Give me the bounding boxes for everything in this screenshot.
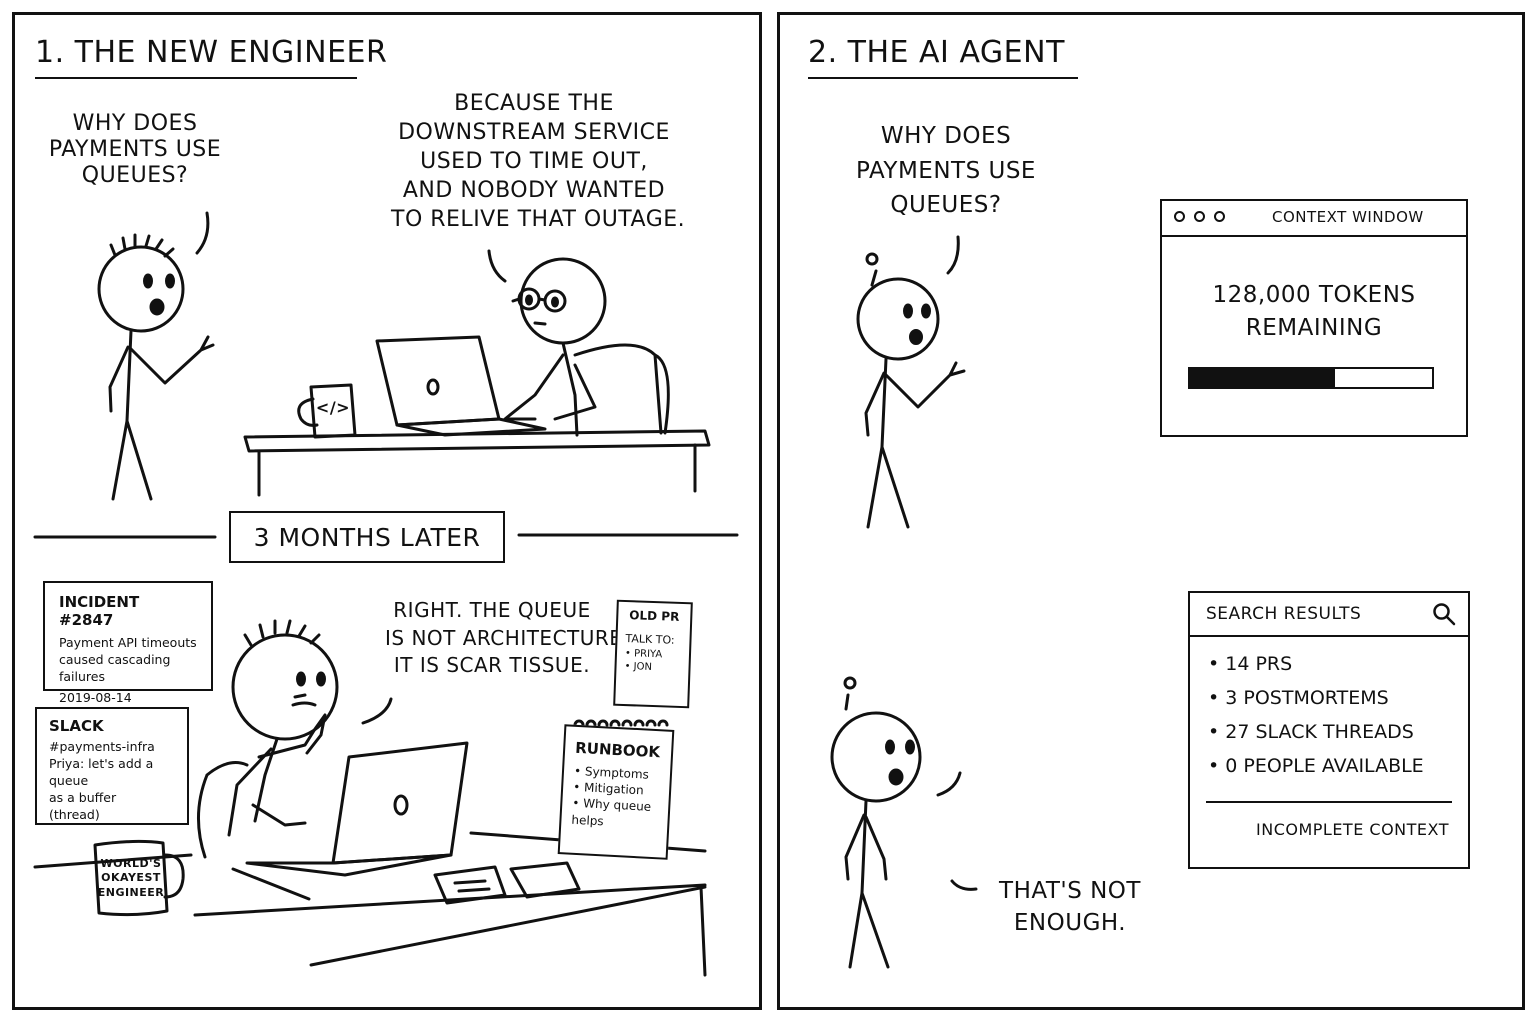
ai-agent-figure-bottom bbox=[830, 676, 978, 969]
runbook-item: • Why queue helps bbox=[571, 796, 652, 828]
runbook-title: RUNBOOK bbox=[574, 738, 661, 762]
realization-line: RIGHT. THE QUEUE bbox=[393, 598, 591, 622]
new-engineer-illustration bbox=[33, 211, 739, 977]
old-pr-note: OLD PR TALK TO: • PRIYA • JON bbox=[613, 599, 693, 709]
incident-line: Payment API timeouts bbox=[59, 635, 197, 650]
title-underline bbox=[808, 77, 1078, 79]
title-underline bbox=[35, 77, 357, 79]
mug-line: OKAYEST bbox=[101, 871, 161, 885]
incident-line: caused cascading failures bbox=[59, 651, 171, 684]
divider bbox=[1206, 801, 1452, 803]
answer-line: DOWNSTREAM SERVICE bbox=[398, 120, 670, 146]
window-dot-icon bbox=[1214, 211, 1225, 222]
slack-line: Priya: let's add a queue bbox=[49, 755, 154, 788]
mug-line: ENGINEER bbox=[97, 885, 165, 899]
window-dot-icon bbox=[1194, 211, 1205, 222]
realization-bubble: RIGHT. THE QUEUE IS NOT ARCHITECTURE. IT… bbox=[385, 597, 630, 680]
panel-title: 2. THE AI AGENT bbox=[808, 35, 1065, 70]
realization-line: IT IS SCAR TISSUE. bbox=[393, 653, 591, 678]
question-line: WHY DOES bbox=[880, 123, 1012, 149]
window-dot-icon bbox=[1174, 211, 1185, 222]
search-results-title: SEARCH RESULTS bbox=[1206, 604, 1362, 624]
slack-line: (thread) bbox=[49, 806, 100, 822]
search-result-item: • 0 PEOPLE AVAILABLE bbox=[1208, 755, 1424, 777]
tokens-line: REMAINING bbox=[1245, 315, 1383, 342]
token-progress-bar bbox=[1188, 367, 1434, 389]
question-line: PAYMENTS USE bbox=[48, 136, 222, 162]
mug-code-label: </> bbox=[315, 398, 351, 417]
slack-line: as a buffer bbox=[49, 789, 117, 805]
reply-line: THAT'S NOT bbox=[999, 878, 1141, 904]
new-engineer-figure bbox=[97, 233, 215, 501]
runbook-note: RUNBOOK • Symptoms • Mitigation • Why qu… bbox=[557, 724, 675, 860]
mug-line: WORLD'S bbox=[100, 857, 162, 870]
question-line: WHY DOES bbox=[72, 111, 198, 136]
old-pr-talk-to: TALK TO: bbox=[625, 632, 675, 647]
slack-note: SLACK #payments-infra Priya: let's add a… bbox=[35, 707, 189, 825]
context-window-titlebar: CONTEXT WINDOW bbox=[1162, 201, 1466, 237]
answer-line: TO RELIVE THAT OUTAGE. bbox=[391, 207, 686, 233]
token-progress-fill bbox=[1190, 369, 1336, 387]
tokens-line: 128,000 TOKENS bbox=[1212, 282, 1416, 308]
panel-new-engineer: 1. THE NEW ENGINEER bbox=[12, 12, 762, 1010]
answer-line: BECAUSE THE bbox=[454, 91, 614, 116]
search-results-header: SEARCH RESULTS bbox=[1190, 593, 1468, 637]
reply-line: ENOUGH. bbox=[1013, 910, 1127, 937]
okayest-mug-label: WORLD'S OKAYEST ENGINEER bbox=[95, 857, 167, 900]
context-window-title: CONTEXT WINDOW bbox=[1272, 208, 1424, 226]
tokens-remaining-text: 128,000 TOKENS REMAINING bbox=[1162, 279, 1466, 346]
panel-ai-agent: 2. THE AI AGENT bbox=[777, 12, 1525, 1010]
ai-agent-figure-top bbox=[856, 252, 966, 529]
context-window: CONTEXT WINDOW 128,000 TOKENS REMAINING bbox=[1160, 199, 1468, 437]
search-result-item: • 27 SLACK THREADS bbox=[1208, 721, 1414, 743]
answer-line: USED TO TIME OUT, bbox=[420, 149, 648, 175]
search-results-panel: SEARCH RESULTS • 14 PRs • 3 POSTMORTEMS … bbox=[1188, 591, 1470, 869]
question-line: QUEUES? bbox=[890, 192, 1002, 218]
ai-agent-illustration bbox=[830, 235, 1240, 969]
time-caption-box: 3 MONTHS LATER bbox=[229, 511, 505, 563]
ai-reply-bubble: THAT'S NOT ENOUGH. bbox=[990, 875, 1150, 939]
engineer-later-figure bbox=[33, 619, 707, 977]
slack-title: SLACK bbox=[49, 717, 104, 735]
old-pr-title: OLD PR bbox=[629, 608, 680, 624]
answer-bubble: BECAUSE THE DOWNSTREAM SERVICE USED TO T… bbox=[391, 89, 686, 234]
old-pr-person: • JON bbox=[624, 661, 653, 674]
time-caption: 3 MONTHS LATER bbox=[253, 523, 481, 552]
question-line: QUEUES? bbox=[81, 162, 189, 188]
ai-question-bubble: WHY DOES PAYMENTS USE QUEUES? bbox=[846, 119, 1046, 223]
search-result-item: • 3 POSTMORTEMS bbox=[1208, 687, 1389, 709]
realization-line: IS NOT ARCHITECTURE. bbox=[385, 625, 630, 650]
incident-note: INCIDENT #2847 Payment API timeouts caus… bbox=[43, 581, 213, 705]
incomplete-context-warning: INCOMPLETE CONTEXT bbox=[1256, 820, 1449, 839]
question-line: PAYMENTS USE bbox=[856, 157, 1036, 184]
senior-engineer-desk bbox=[243, 257, 711, 497]
slack-channel: #payments-infra bbox=[49, 739, 155, 754]
question-bubble: WHY DOES PAYMENTS USE QUEUES? bbox=[45, 111, 225, 189]
answer-line: AND NOBODY WANTED bbox=[402, 178, 666, 204]
incident-title: INCIDENT #2847 bbox=[59, 593, 140, 629]
search-result-item: • 14 PRs bbox=[1208, 653, 1293, 675]
panel-title: 1. THE NEW ENGINEER bbox=[35, 35, 388, 70]
incident-date: 2019-08-14 bbox=[59, 689, 132, 705]
search-icon bbox=[1433, 603, 1456, 626]
